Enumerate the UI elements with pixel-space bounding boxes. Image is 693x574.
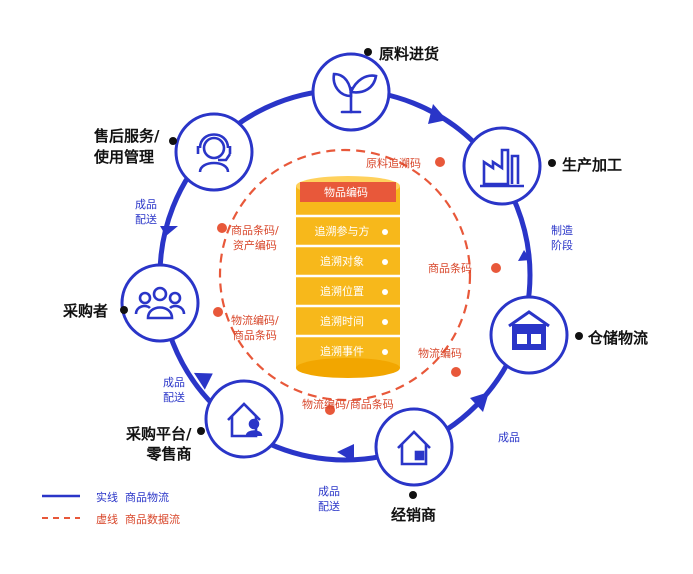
node-after-sales bbox=[174, 112, 254, 192]
stage-raw-material: 原料进货 bbox=[379, 45, 440, 63]
node-platform bbox=[204, 379, 284, 459]
data-point bbox=[325, 405, 335, 415]
shop-icon bbox=[397, 430, 431, 466]
legend-solid-key: 实线 bbox=[96, 491, 118, 504]
label-fdt-line1: 成品 bbox=[135, 198, 157, 211]
stage-after-sales-line2: 使用管理 bbox=[94, 148, 155, 166]
label-fdb-line2: 配送 bbox=[318, 500, 340, 513]
sprout-icon bbox=[332, 72, 378, 114]
node-dot bbox=[197, 427, 205, 435]
flow-arrow bbox=[193, 372, 213, 390]
stage-distributor: 经销商 bbox=[391, 506, 437, 524]
legend-solid-label: 实线 商品物流 bbox=[96, 489, 169, 505]
db-layer-time: 追溯时间 bbox=[320, 314, 364, 328]
db-layer-location: 追溯位置 bbox=[320, 284, 364, 298]
legend bbox=[42, 494, 80, 519]
node-dot bbox=[409, 491, 417, 499]
label-manufacturing: 制造 阶段 bbox=[551, 223, 573, 253]
label-finished-delivery-top: 成品 配送 bbox=[135, 197, 157, 227]
db-layer-item-code: 物品编码 bbox=[324, 185, 368, 199]
legend-dashed-key: 虚线 bbox=[96, 513, 118, 526]
label-logistics-product-bottom: 物流编码/商品条码 bbox=[302, 398, 394, 411]
label-lpl-line2: 商品条码 bbox=[232, 329, 277, 342]
label-fdt-line2: 配送 bbox=[135, 213, 157, 226]
label-finished-delivery-left: 成品 配送 bbox=[163, 375, 185, 405]
flow-arrow bbox=[160, 226, 178, 236]
node-dot bbox=[575, 332, 583, 340]
node-dot bbox=[364, 48, 372, 56]
label-logistics-code: 物流编码 bbox=[418, 347, 462, 360]
db-layer-participant: 追溯参与方 bbox=[315, 224, 370, 238]
node-buyer bbox=[120, 263, 200, 343]
label-product-barcode: 商品条码 bbox=[428, 262, 472, 275]
data-point bbox=[435, 157, 445, 167]
data-point bbox=[451, 367, 461, 377]
flow-arrow bbox=[428, 104, 447, 124]
node-dot bbox=[120, 306, 128, 314]
node-dot bbox=[169, 137, 177, 145]
stage-after-sales: 售后服务/ 使用管理 bbox=[94, 126, 159, 168]
data-point bbox=[217, 223, 227, 233]
label-fdl-line1: 成品 bbox=[163, 376, 185, 389]
data-point bbox=[213, 307, 223, 317]
label-fdl-line2: 配送 bbox=[163, 391, 185, 404]
flow-arrow bbox=[518, 250, 531, 261]
flow-arrow bbox=[337, 444, 354, 462]
stage-platform: 采购平台/ 零售商 bbox=[126, 424, 191, 464]
label-pa-line1: 商品条码/ bbox=[231, 224, 279, 237]
support-agent-icon bbox=[196, 133, 232, 173]
label-manufacturing-line1: 制造 bbox=[551, 224, 573, 237]
stage-production: 生产加工 bbox=[562, 156, 623, 174]
stage-platform-line2: 零售商 bbox=[146, 445, 192, 463]
stage-warehouse: 仓储物流 bbox=[588, 329, 649, 347]
label-finished-goods: 成品 bbox=[498, 431, 520, 444]
database-stack bbox=[296, 176, 400, 378]
house-person-icon bbox=[227, 402, 263, 438]
data-point bbox=[491, 263, 501, 273]
label-finished-delivery-bottom: 成品 配送 bbox=[318, 484, 340, 514]
warehouse-icon bbox=[508, 310, 550, 350]
db-layer-event: 追溯事件 bbox=[320, 344, 364, 358]
label-pa-line2: 资产编码 bbox=[232, 239, 277, 252]
legend-solid-desc: 商品物流 bbox=[125, 491, 169, 504]
label-fdb-line1: 成品 bbox=[318, 485, 340, 498]
stage-platform-line1: 采购平台/ bbox=[126, 425, 192, 443]
node-distributor bbox=[374, 407, 454, 487]
legend-dashed-label: 虚线 商品数据流 bbox=[96, 511, 180, 527]
node-production bbox=[462, 126, 542, 206]
factory-icon bbox=[480, 148, 524, 188]
legend-dashed-desc: 商品数据流 bbox=[125, 513, 180, 526]
stage-buyer: 采购者 bbox=[63, 302, 109, 320]
node-warehouse bbox=[489, 295, 569, 375]
stage-after-sales-line1: 售后服务/ bbox=[94, 127, 160, 145]
flow-arrow bbox=[470, 392, 489, 412]
people-group-icon bbox=[134, 286, 186, 320]
label-logistics-product-left: 物流编码/ 商品条码 bbox=[231, 313, 279, 343]
db-layer-object: 追溯对象 bbox=[320, 254, 364, 268]
label-manufacturing-line2: 阶段 bbox=[551, 239, 573, 252]
label-raw-trace-code: 原料追溯码 bbox=[366, 157, 421, 170]
database-labels: 物品编码 追溯参与方 追溯对象 追溯位置 追溯时间 追溯事件 bbox=[315, 185, 370, 358]
node-dot bbox=[548, 159, 556, 167]
node-raw-material bbox=[311, 52, 391, 132]
data-flow-ring bbox=[218, 148, 472, 402]
label-product-asset: 商品条码/ 资产编码 bbox=[231, 223, 279, 253]
label-lpl-line1: 物流编码/ bbox=[231, 314, 279, 327]
